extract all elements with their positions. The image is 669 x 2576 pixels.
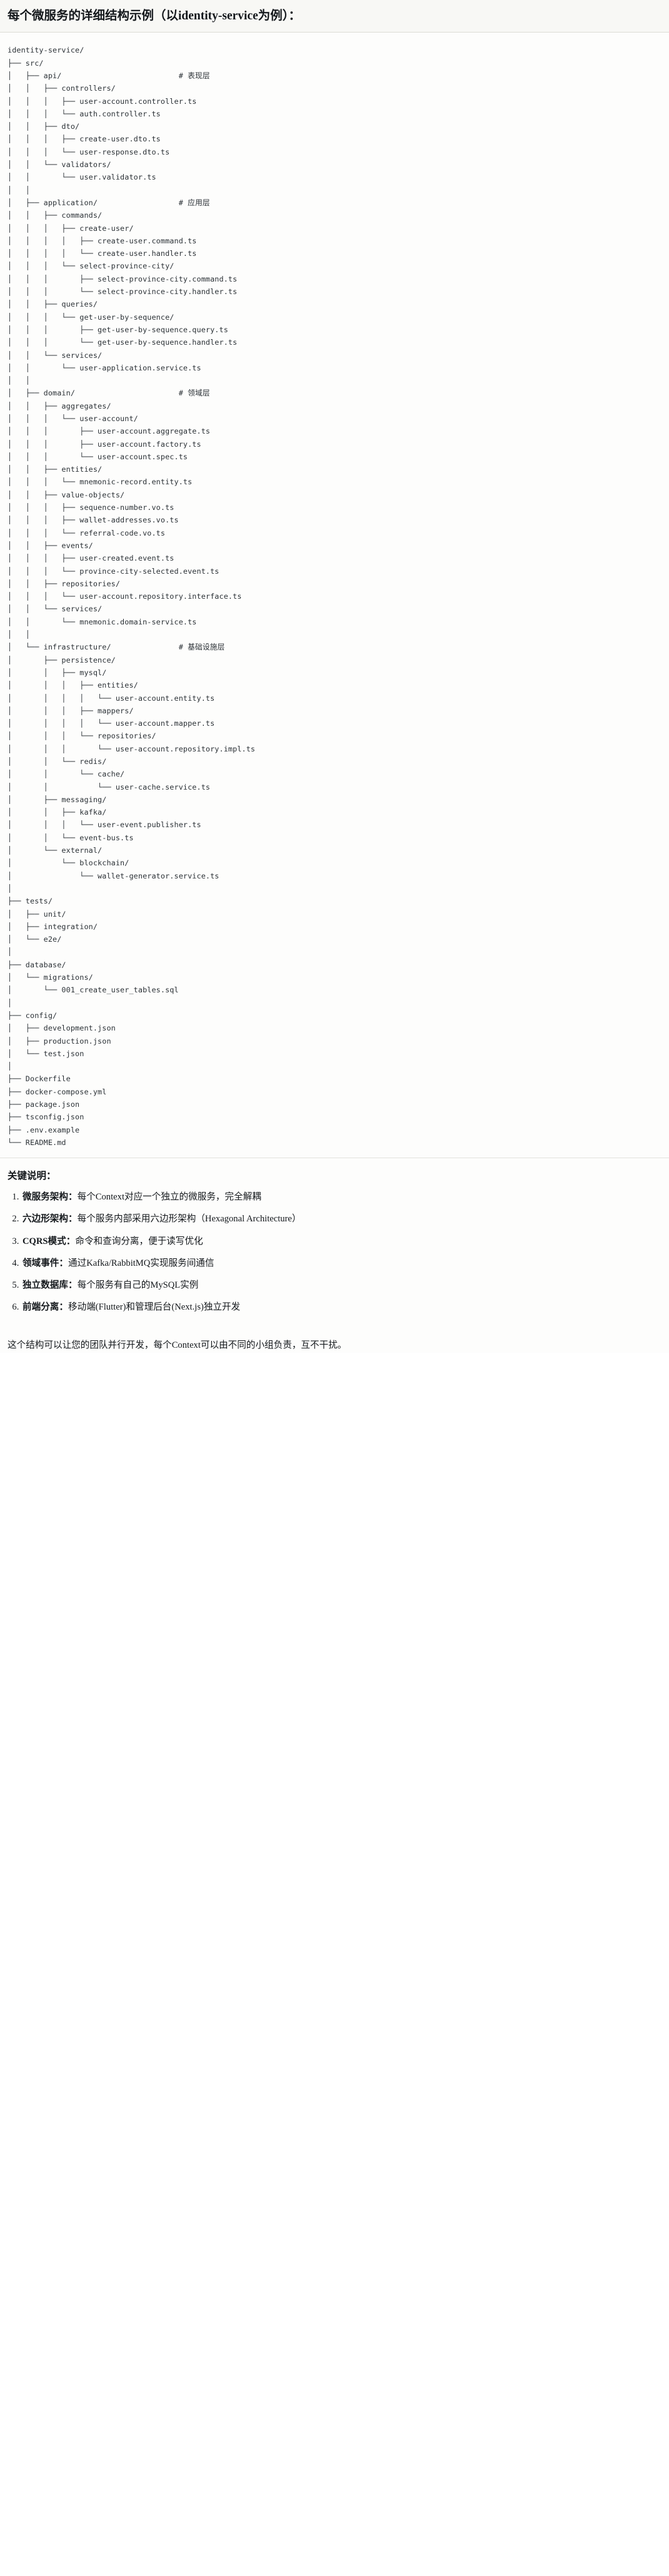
key-point-separator: ： [59, 1301, 68, 1312]
key-point-item: 领域事件：通过Kafka/RabbitMQ实现服务间通信 [21, 1257, 661, 1270]
key-point-term: 微服务架构 [23, 1192, 68, 1203]
key-point-item: 微服务架构：每个Context对应一个独立的微服务，完全解耦 [21, 1191, 661, 1204]
key-point-description: 通过Kafka/RabbitMQ实现服务间通信 [68, 1258, 214, 1268]
key-point-item: 独立数据库：每个服务有自己的MySQL实例 [21, 1279, 661, 1292]
key-point-description: 移动端(Flutter)和管理后台(Next.js)独立开发 [68, 1301, 241, 1312]
key-point-description: 每个服务内部采用六边形架构（Hexagonal Architecture） [77, 1214, 301, 1224]
key-points-section: 关键说明： 微服务架构：每个Context对应一个独立的微服务，完全解耦六边形架… [0, 1158, 669, 1330]
key-point-separator: ： [59, 1258, 68, 1268]
key-point-separator: ： [68, 1280, 78, 1290]
key-point-description: 每个服务有自己的MySQL实例 [77, 1280, 199, 1290]
key-point-separator: ： [68, 1214, 78, 1224]
page-title: 每个微服务的详细结构示例（以identity-service为例）： [8, 9, 301, 23]
key-point-term: 六边形架构 [23, 1214, 68, 1224]
key-point-separator: ： [68, 1192, 78, 1203]
key-points-heading: 关键说明： [8, 1171, 56, 1182]
key-point-term: CQRS模式 [23, 1236, 66, 1246]
key-point-item: CQRS模式：命令和查询分离，便于读写优化 [21, 1235, 661, 1248]
directory-tree-block: identity-service/ ├── src/ │ ├── api/ # … [0, 33, 669, 1158]
key-point-description: 每个Context对应一个独立的微服务，完全解耦 [77, 1192, 261, 1203]
closing-paragraph: 这个结构可以让您的团队并行开发，每个Context可以由不同的小组负责，互不干扰… [8, 1340, 347, 1351]
key-point-term: 前端分离 [23, 1301, 59, 1312]
key-point-description: 命令和查询分离，便于读写优化 [75, 1236, 203, 1246]
key-point-item: 六边形架构：每个服务内部采用六边形架构（Hexagonal Architectu… [21, 1213, 661, 1226]
directory-tree: identity-service/ ├── src/ │ ├── api/ # … [8, 46, 256, 1147]
document-page: 每个微服务的详细结构示例（以identity-service为例）： ident… [0, 0, 669, 1353]
key-point-separator: ： [66, 1236, 76, 1246]
key-point-term: 独立数据库 [23, 1280, 68, 1290]
key-point-item: 前端分离：移动端(Flutter)和管理后台(Next.js)独立开发 [21, 1301, 661, 1314]
key-point-term: 领域事件 [23, 1258, 59, 1268]
key-points-list: 微服务架构：每个Context对应一个独立的微服务，完全解耦六边形架构：每个服务… [8, 1191, 661, 1314]
title-bar: 每个微服务的详细结构示例（以identity-service为例）： [0, 0, 669, 33]
